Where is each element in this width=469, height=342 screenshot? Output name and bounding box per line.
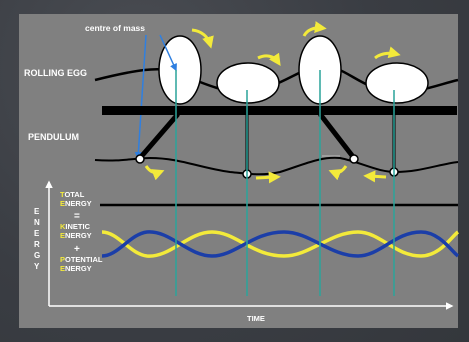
egg-1 <box>158 35 202 105</box>
kinetic-energy-curve <box>101 230 460 258</box>
legend-total: TOTAL <box>60 190 85 199</box>
energy-letter-2: N <box>34 218 40 227</box>
pendulum-bob-1 <box>135 154 145 164</box>
legend-kinetic-energy: ENERGY <box>60 231 92 240</box>
time-axis-label: TIME <box>247 314 265 323</box>
egg-1-rotation-arrow-icon <box>191 28 214 49</box>
egg-2-rotation-arrow-icon <box>257 52 281 66</box>
legend-plus: + <box>74 244 80 255</box>
pendulum-rod-3 <box>318 112 356 160</box>
egg-4 <box>365 62 429 104</box>
energy-letter-5: G <box>34 251 40 260</box>
rolling-egg-label: ROLLING EGG <box>24 68 87 78</box>
legend-equals: = <box>74 211 80 222</box>
pendulum-support-bar <box>102 106 457 115</box>
energy-legend: TOTAL ENERGY = KINETIC ENERGY + POTENTIA… <box>60 190 103 273</box>
pendulum-3-swing-arrow-icon <box>328 165 348 181</box>
energy-letter-3: E <box>34 229 40 238</box>
energy-letter-1: E <box>34 207 40 216</box>
pendulum-bob-3 <box>349 154 359 164</box>
pendulum-rod-1 <box>138 112 180 160</box>
legend-total-energy: ENERGY <box>60 199 92 208</box>
pendulum-label: PENDULUM <box>28 132 79 142</box>
pendulum-4-swing-arrow-icon <box>363 170 387 183</box>
egg-2 <box>216 62 280 104</box>
legend-potential: POTENTIAL <box>60 255 103 264</box>
egg-3-rotation-arrow-icon <box>302 21 327 37</box>
energy-axis-letters: E N E R G Y <box>34 207 40 271</box>
centre-of-mass-pointer-egg <box>159 34 177 72</box>
legend-potential-energy: ENERGY <box>60 264 92 273</box>
energy-letter-4: R <box>34 240 40 249</box>
egg-4-rotation-arrow-icon <box>374 46 401 60</box>
centre-of-mass-pointer-pendulum <box>134 34 147 160</box>
centre-of-mass-label: centre of mass <box>85 23 145 33</box>
legend-kinetic: KINETIC <box>60 222 91 231</box>
energy-letter-6: Y <box>34 262 40 271</box>
pendulum-1-swing-arrow-icon <box>144 165 165 181</box>
potential-energy-curve <box>101 230 460 258</box>
pendulum-2-swing-arrow-icon <box>255 171 281 184</box>
